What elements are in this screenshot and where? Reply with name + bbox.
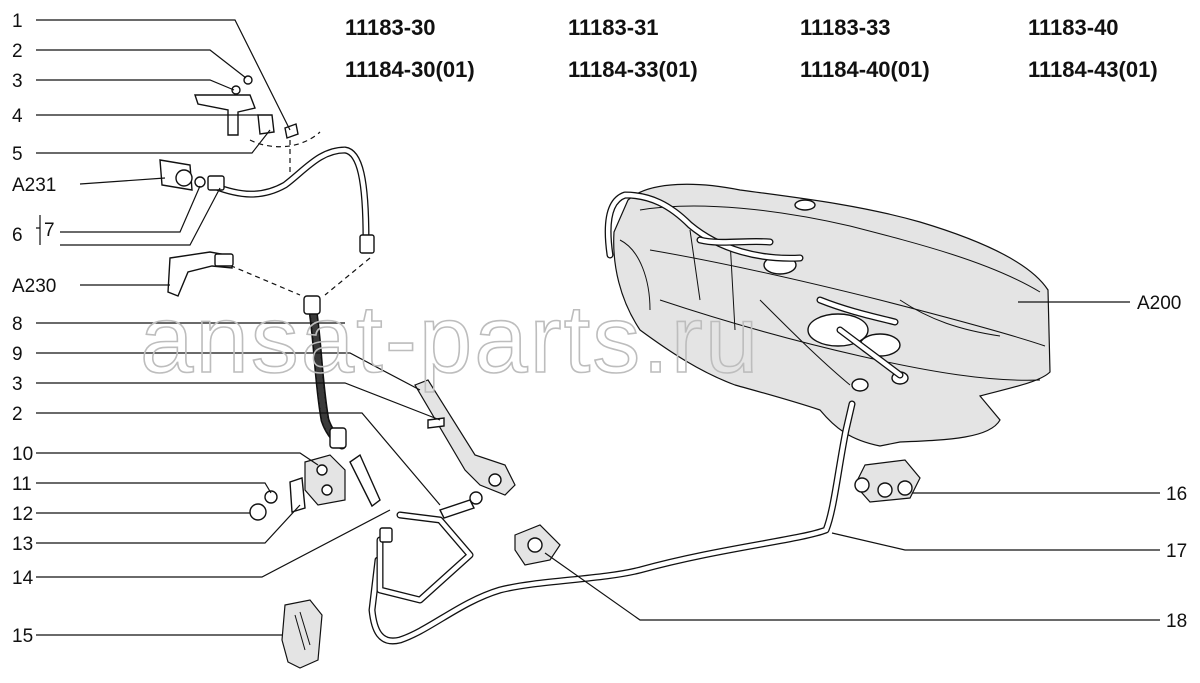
- callout-a231: A231: [12, 175, 56, 196]
- model-code-3a: 11183-33: [800, 15, 891, 40]
- callout-6: 6: [12, 225, 23, 246]
- callout-a200: A200: [1137, 293, 1181, 314]
- callout-17: 17: [1166, 541, 1187, 562]
- main-hose: [221, 257, 371, 450]
- pipe-clip-16: [854, 459, 921, 503]
- callout-3: 3: [12, 71, 23, 92]
- upper-bracket: [159, 75, 299, 191]
- callout-9: 9: [12, 344, 23, 365]
- model-code-3b: 11184-40(01): [800, 57, 930, 82]
- bracket-14: [376, 511, 474, 604]
- callout-12: 12: [12, 504, 33, 525]
- model-code-1a: 11183-30: [345, 15, 436, 40]
- callouts-left: 1 2 3 4 5 A231 6 7 A230 8 9 3 2 10 11 12…: [12, 11, 56, 647]
- bracket-9: [414, 379, 516, 519]
- leader-lines-right: [544, 301, 1160, 621]
- watermark: ansat-parts.ru: [140, 286, 760, 393]
- bracket-15: [281, 599, 323, 669]
- callout-16: 16: [1166, 484, 1187, 505]
- callout-4: 4: [12, 106, 23, 127]
- callout-3b: 3: [12, 374, 23, 395]
- callout-7: 7: [44, 220, 55, 241]
- callout-15: 15: [12, 626, 33, 647]
- fuel-line: [368, 400, 856, 645]
- callout-18: 18: [1166, 611, 1187, 632]
- model-code-2a: 11183-31: [568, 15, 659, 40]
- fuel-tank: [604, 183, 1051, 447]
- callouts-right: A200 16 17 18: [1137, 293, 1187, 632]
- callout-1: 1: [12, 11, 23, 32]
- callout-11: 11: [12, 474, 32, 495]
- leader-lines: [36, 19, 441, 636]
- model-code-4b: 11184-43(01): [1028, 57, 1158, 82]
- callout-2: 2: [12, 41, 23, 62]
- callout-13: 13: [12, 534, 33, 555]
- callout-10: 10: [12, 444, 33, 465]
- callout-5: 5: [12, 144, 23, 165]
- upper-hose: [210, 131, 375, 254]
- model-code-2b: 11184-33(01): [568, 57, 698, 82]
- clamp-parts: [249, 453, 381, 521]
- model-code-1b: 11184-30(01): [345, 57, 475, 82]
- a230-fitting: [167, 251, 234, 297]
- callout-2b: 2: [12, 404, 23, 425]
- callout-14: 14: [12, 568, 34, 589]
- model-codes: 11183-30 11184-30(01) 11183-31 11184-33(…: [345, 15, 1158, 82]
- model-code-4a: 11183-40: [1028, 15, 1119, 40]
- callout-a230: A230: [12, 276, 56, 297]
- callout-8: 8: [12, 314, 23, 335]
